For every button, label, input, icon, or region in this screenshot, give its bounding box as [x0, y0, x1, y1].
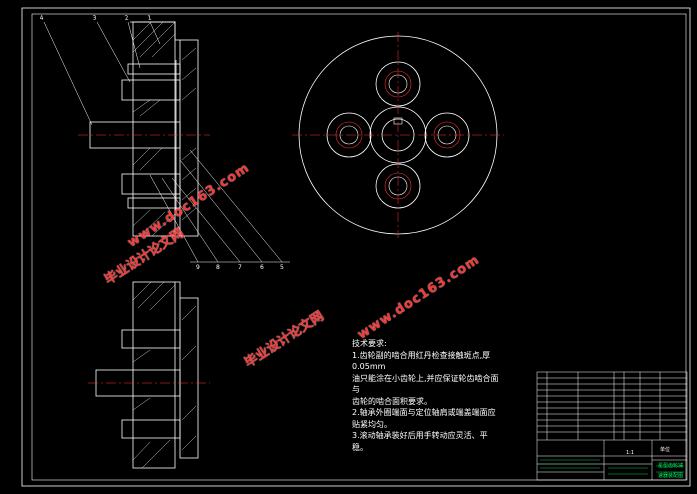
title-block-drawing-name-1: 星型齿轮减 [658, 463, 684, 469]
leader-lines-top [43, 21, 290, 263]
balloon-2: 2 [124, 14, 129, 22]
front-view-centerlines [292, 32, 504, 238]
technical-requirement-line: 2.轴承外圈端面与定位轴肩或端盖端面应 [352, 408, 496, 417]
technical-requirement-line: 油只能涂在小齿轮上,并应保证轮齿啮合面与 [352, 373, 499, 395]
section-view-top [89, 21, 199, 237]
balloon-4: 4 [39, 14, 44, 22]
outer-frame [21, 7, 691, 487]
technical-requirement-line: 1.齿轮副的啮合用红丹检查接触斑点,厚0.05mm [352, 350, 491, 372]
title-block-scale: 1:1 [626, 450, 635, 456]
title-block-drawing-name-2: 速器装配图 [658, 473, 684, 479]
technical-requirement-line: 3.滚动轴承装好后用手转动应灵活、平 [352, 431, 488, 440]
balloon-6: 6 [260, 264, 264, 271]
balloon-1: 1 [147, 14, 152, 22]
technical-requirement-line: 稳。 [352, 442, 368, 452]
title-block-green [540, 459, 684, 475]
hatching-top [132, 21, 197, 237]
hatching-bottom [132, 281, 197, 469]
balloon-7: 7 [238, 264, 242, 271]
technical-requirements: 技术要求: 1.齿轮副的啮合用红丹检查接触斑点,厚0.05mm 油只能涂在小齿轮… [352, 338, 502, 453]
balloon-9: 9 [196, 264, 200, 271]
technical-requirement-line: 齿轮的啮合面积要求。 [352, 396, 432, 406]
inner-frame [31, 13, 687, 481]
title-block-unit: 单位 [660, 447, 671, 453]
parts-list [536, 371, 688, 481]
balloon-5: 5 [280, 264, 284, 271]
balloon-3: 3 [92, 14, 97, 22]
section-view-bottom [95, 281, 199, 469]
technical-requirement-line: 贴紧均匀。 [352, 419, 392, 429]
technical-requirements-heading: 技术要求: [352, 339, 387, 348]
balloon-8: 8 [216, 264, 220, 271]
